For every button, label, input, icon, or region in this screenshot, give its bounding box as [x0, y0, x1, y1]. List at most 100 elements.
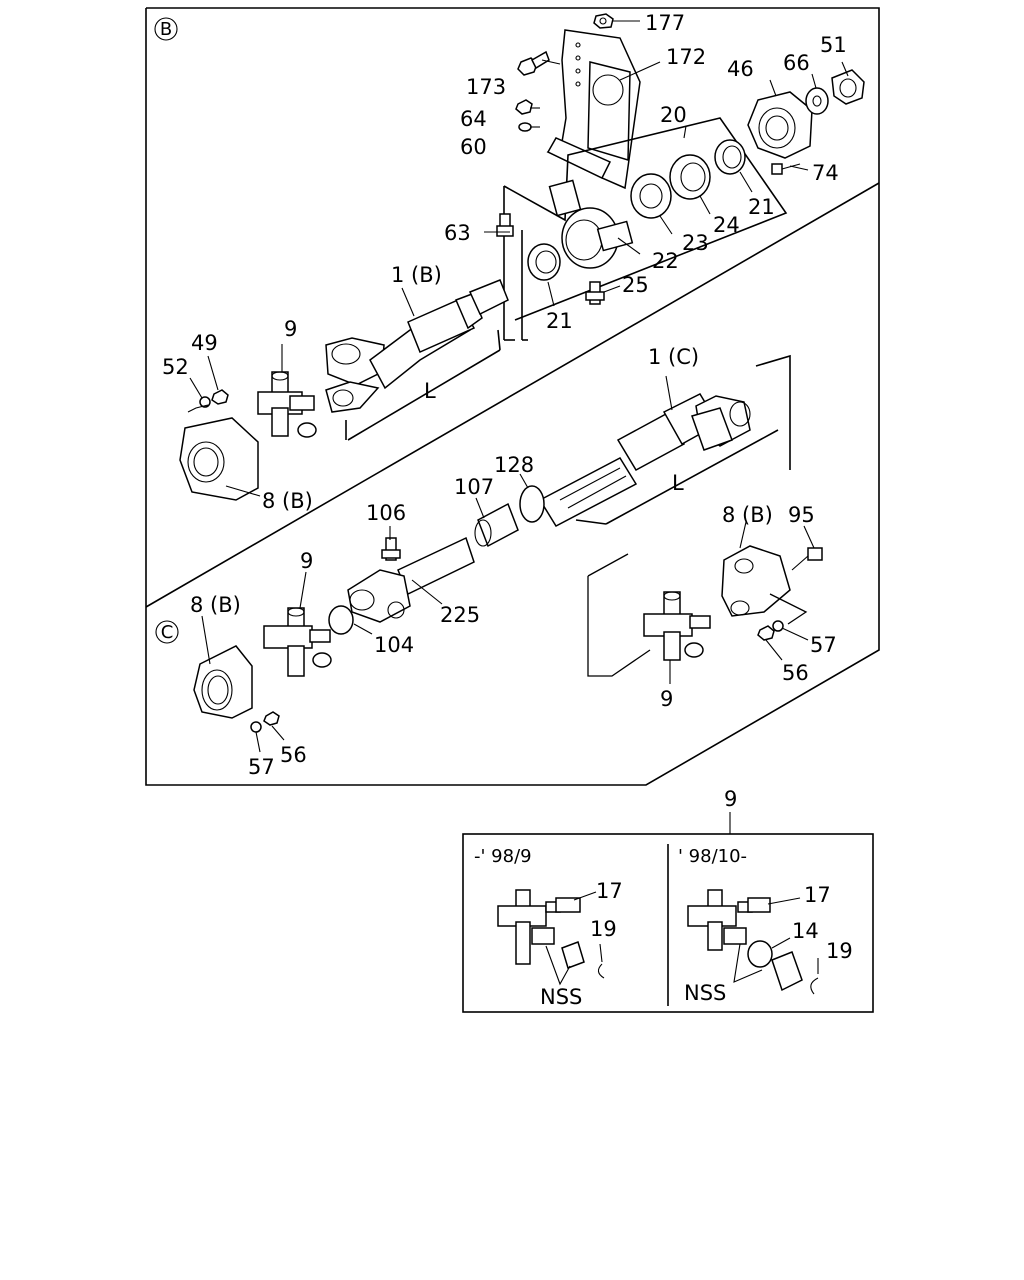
- label-1b: 1 (B): [391, 263, 442, 287]
- label-63: 63: [444, 221, 471, 245]
- main-frame: [145, 7, 880, 786]
- label-172: 172: [666, 45, 706, 69]
- inset-right-universal-joint: [687, 889, 819, 995]
- label-107: 107: [454, 475, 494, 499]
- label-51: 51: [820, 33, 847, 57]
- label-l-upper: L: [424, 379, 436, 403]
- label-74: 74: [812, 161, 839, 185]
- inset-right-19: 19: [826, 939, 853, 963]
- label-25: 25: [622, 273, 649, 297]
- section-divider: [145, 182, 880, 608]
- label-128: 128: [494, 453, 534, 477]
- label-21-lower: 21: [546, 309, 573, 333]
- label-177: 177: [645, 11, 685, 35]
- universal-joint-9-upper: [257, 371, 317, 438]
- flange-yoke-8b-upper: [179, 417, 259, 501]
- label-20: 20: [660, 103, 687, 127]
- label-64: 64: [460, 107, 487, 131]
- label-24: 24: [713, 213, 740, 237]
- inset-left-nss: NSS: [540, 985, 582, 1009]
- universal-joint-9-right: [643, 591, 711, 661]
- flange-yoke-8b-left: [193, 645, 253, 719]
- label-l-lower: L: [672, 471, 684, 495]
- inset-left-header: -' 98/9: [474, 846, 532, 867]
- leader-lines: [189, 20, 849, 753]
- inset-left-19: 19: [590, 917, 617, 941]
- svg-text:C: C: [161, 622, 174, 643]
- bolt-173: [517, 50, 550, 76]
- seal-21-lower: [527, 243, 561, 281]
- dimension-l-lower: [605, 429, 779, 525]
- universal-joint-9-left: [263, 607, 332, 677]
- inset-left-17: 17: [596, 879, 623, 903]
- nut-64: [515, 99, 533, 115]
- plug-104: [328, 605, 354, 635]
- label-56-left: 56: [280, 743, 307, 767]
- label-106: 106: [366, 501, 406, 525]
- ring-24: [669, 154, 711, 200]
- nut-51: [831, 69, 865, 105]
- label-8b-upper: 8 (B): [262, 489, 313, 513]
- companion-flange-46: [747, 91, 813, 159]
- propeller-shaft-1c: [538, 393, 751, 527]
- label-60: 60: [460, 135, 487, 159]
- label-49: 49: [191, 331, 218, 355]
- label-46: 46: [727, 57, 754, 81]
- label-56-right: 56: [782, 661, 809, 685]
- label-52: 52: [162, 355, 189, 379]
- flange-yoke-8b-right: [721, 545, 791, 617]
- seal-21-upper: [714, 139, 746, 175]
- label-1c: 1 (C): [648, 345, 699, 369]
- inset-title: 9: [724, 787, 737, 811]
- washer-57-left: [250, 721, 262, 733]
- label-57-right: 57: [810, 633, 837, 657]
- label-8b-right: 8 (B): [722, 503, 773, 527]
- washer-52: [199, 396, 211, 408]
- tube-225: [397, 536, 475, 596]
- label-104: 104: [374, 633, 414, 657]
- label-8b-left: 8 (B): [190, 593, 241, 617]
- rubber-cushion-22: [548, 179, 634, 269]
- propeller-shaft-1b: [325, 279, 509, 413]
- label-21-upper: 21: [748, 195, 775, 219]
- sleeve-107: [474, 502, 519, 548]
- center-bearing-bracket: [546, 29, 641, 190]
- label-22: 22: [652, 249, 679, 273]
- nut-56-right: [757, 625, 775, 641]
- bearing-23: [630, 173, 672, 219]
- nut-177: [593, 13, 614, 29]
- svg-text:B: B: [160, 19, 172, 40]
- slip-yoke: [347, 569, 411, 623]
- label-66: 66: [783, 51, 810, 75]
- bolt-95: [791, 547, 823, 571]
- nut-56-left: [263, 711, 280, 726]
- seal-128: [519, 485, 545, 523]
- label-95: 95: [788, 503, 815, 527]
- inset-right-14: 14: [792, 919, 819, 943]
- label-9-left: 9: [300, 549, 313, 573]
- dimension-l-upper: [347, 349, 501, 441]
- section-b-marker: B: [154, 17, 178, 41]
- label-225: 225: [440, 603, 480, 627]
- label-9-right: 9: [660, 687, 673, 711]
- inset-right-17: 17: [804, 883, 831, 907]
- label-173: 173: [466, 75, 506, 99]
- bolt-74: [771, 163, 801, 175]
- label-23: 23: [682, 231, 709, 255]
- grease-nipple-106: [381, 537, 401, 561]
- grease-nipple-25: [585, 281, 605, 305]
- bolt-63: [496, 213, 514, 237]
- inset-panel: [462, 833, 874, 1013]
- inset-left-universal-joint: [497, 889, 605, 979]
- label-57-left: 57: [248, 755, 275, 779]
- label-9-upper: 9: [284, 317, 297, 341]
- inset-right-nss: NSS: [684, 981, 726, 1005]
- bearing-assembly-outline: [503, 117, 788, 321]
- washer-60: [518, 122, 532, 132]
- nut-49: [211, 389, 229, 405]
- section-c-marker: C: [155, 620, 179, 644]
- washer-66: [805, 87, 829, 115]
- washer-57-right: [772, 620, 784, 632]
- inset-right-header: ' 98/10-: [678, 846, 747, 867]
